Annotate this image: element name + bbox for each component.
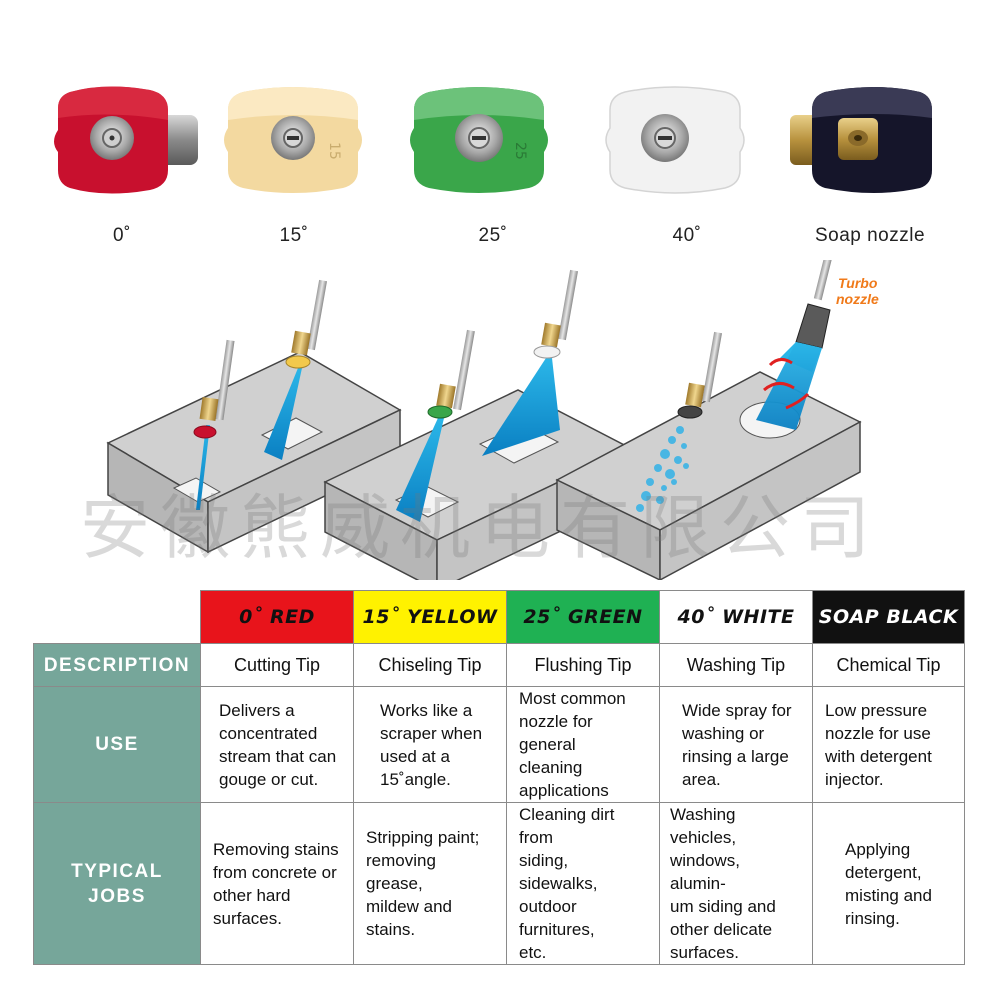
angle-label-0: 0˚ [113, 225, 131, 246]
svg-text:15: 15 [326, 142, 342, 160]
table-header-row: 0˚ RED 15˚ YELLOW 25˚ GREEN 40˚ WHITE SO… [33, 590, 965, 644]
wand-soap [636, 331, 723, 512]
use-cell: Most common nozzle for general cleaning … [506, 686, 660, 803]
row-label-use: USE [33, 686, 201, 803]
turbo-nozzle-label-line1: Turbo [838, 275, 878, 291]
row-label-typical-jobs: TYPICAL JOBS [33, 802, 201, 965]
wand-red-0 [193, 339, 235, 510]
nozzle-guide-table: 0˚ RED 15˚ YELLOW 25˚ GREEN 40˚ WHITE SO… [33, 590, 965, 965]
row-label-description: DESCRIPTION [33, 643, 201, 687]
description-cell: Chemical Tip [812, 643, 965, 687]
header-red: 0˚ RED [200, 590, 354, 644]
description-cell: Cutting Tip [200, 643, 354, 687]
use-row: USE Delivers a concentrated stream that … [33, 686, 965, 803]
typical-jobs-cell: Applying detergent, misting and rinsing. [812, 802, 965, 965]
header-white: 40˚ WHITE [659, 590, 813, 644]
company-watermark: 安徽熊威机电有限公司 [80, 487, 880, 569]
turbo-nozzle-icon [756, 260, 835, 430]
table-corner [33, 590, 201, 644]
spray-pattern-diagram: Turbo nozzle [106, 260, 879, 580]
angle-label-25: 25˚ [478, 225, 508, 246]
use-cell: Delivers a concentrated stream that can … [200, 686, 354, 803]
header-green: 25˚ GREEN [506, 590, 660, 644]
soap-nozzle-icon [790, 87, 932, 193]
wand-yellow-15 [264, 279, 328, 460]
typical-jobs-cell: Washing vehicles, windows, alumin- um si… [659, 802, 813, 965]
typical-jobs-cell: Removing stains from concrete or other h… [200, 802, 354, 965]
use-cell: Wide spray for washing or rinsing a larg… [659, 686, 813, 803]
header-yellow: 15˚ YELLOW [353, 590, 507, 644]
typical-jobs-row: TYPICAL JOBS Removing stains from concre… [33, 802, 965, 965]
angle-label-40: 40˚ [672, 225, 702, 246]
typical-jobs-cell: Cleaning dirt from siding, sidewalks, ou… [506, 802, 660, 965]
svg-text:25: 25 [512, 142, 528, 160]
red-nozzle-icon [54, 86, 198, 194]
wand-green-25 [396, 329, 475, 522]
use-cell: Low pressure nozzle for use with deterge… [812, 686, 965, 803]
turbo-nozzle-label-line2: nozzle [836, 291, 879, 307]
description-cell: Washing Tip [659, 643, 813, 687]
header-black: SOAP BLACK [812, 590, 965, 644]
yellow-nozzle-icon: 15 [224, 87, 362, 193]
white-nozzle-icon [605, 86, 745, 194]
typical-jobs-cell: Stripping paint; removing grease, mildew… [353, 802, 507, 965]
use-cell: Works like a scraper when used at a 15˚a… [353, 686, 507, 803]
green-nozzle-icon: 25 [410, 87, 548, 193]
description-row: DESCRIPTION Cutting Tip Chiseling Tip Fl… [33, 643, 965, 687]
description-cell: Flushing Tip [506, 643, 660, 687]
nozzle-photo-row: 0˚ 15 15˚ 25 25˚ 40˚ Soap nozzle [0, 0, 1000, 260]
wand-white-40 [482, 269, 579, 456]
description-cell: Chiseling Tip [353, 643, 507, 687]
concrete-block-1 [106, 351, 402, 554]
angle-label-15: 15˚ [279, 225, 309, 246]
soap-nozzle-label: Soap nozzle [814, 225, 926, 246]
